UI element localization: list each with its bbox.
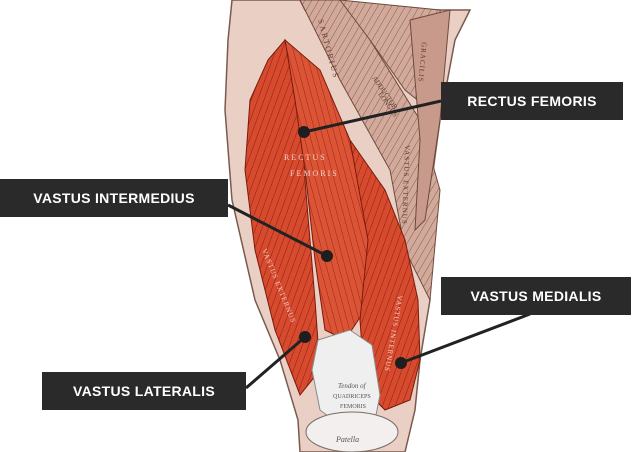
engraving-tendon-3: FEMORIS [340, 404, 366, 410]
engraving-vastus-externus-2: VASTUS EXTERNUS [400, 145, 411, 225]
quadriceps-tendon [311, 329, 381, 426]
engraving-patella: Patella [335, 435, 359, 444]
engraving-tendon-2: QUADRICEPS [333, 394, 371, 400]
dot-vastus-intermedius [321, 250, 333, 262]
dot-vastus-lateralis [299, 331, 311, 343]
label-vastus-intermedius: VASTUS INTERMEDIUS [0, 179, 228, 217]
label-vastus-lateralis: VASTUS LATERALIS [42, 372, 246, 410]
dot-vastus-medialis [395, 357, 407, 369]
leader-vastus-medialis [400, 312, 531, 365]
leader-rectus-femoris [303, 99, 442, 134]
leader-vastus-intermedius [227, 203, 328, 258]
gracilis-muscle [409, 9, 451, 232]
engraving-gracilis: GRACILIS [416, 42, 427, 83]
label-rectus-femoris: RECTUS FEMORIS [441, 82, 623, 120]
engraving-tendon-1: Tendon of [338, 382, 367, 390]
patella [305, 411, 399, 452]
label-vastus-medialis: VASTUS MEDIALIS [441, 277, 631, 315]
leader-vastus-lateralis [245, 335, 306, 390]
dot-rectus-femoris [298, 126, 310, 138]
engraving-rectus-1: RECTUS [284, 153, 327, 162]
engraving-rectus-2: FEMORIS [290, 169, 339, 178]
